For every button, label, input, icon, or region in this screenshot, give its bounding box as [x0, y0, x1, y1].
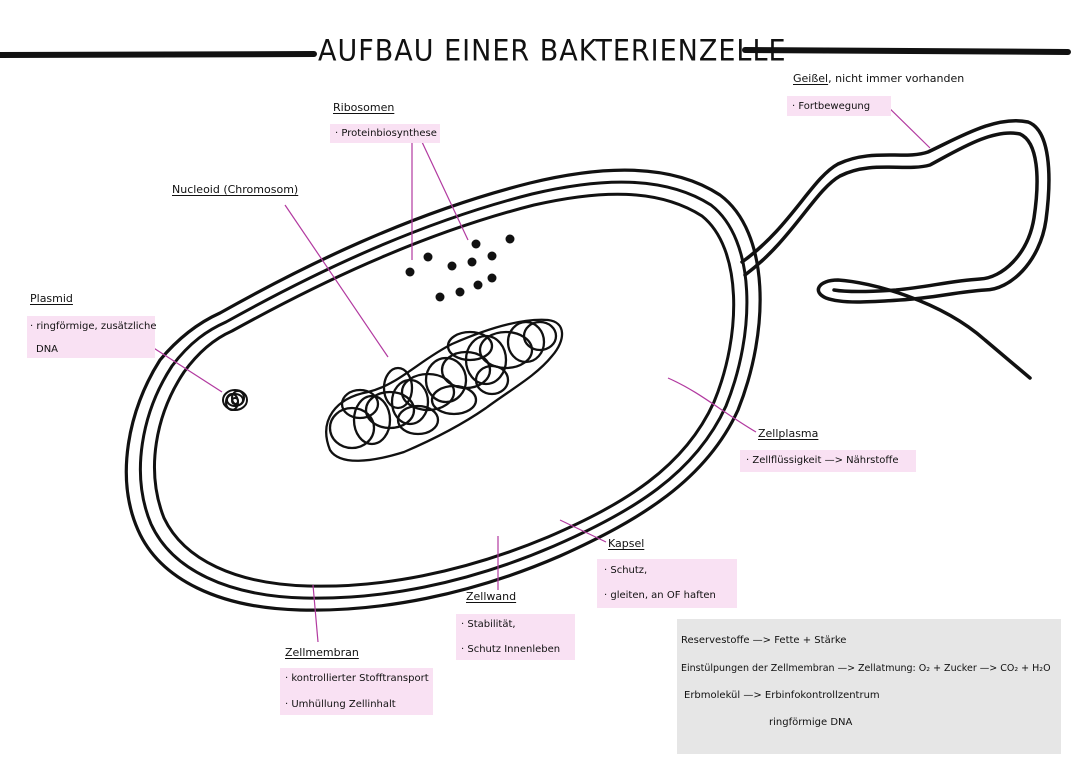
- plasmid-coil: [222, 389, 248, 411]
- zellwand-item-2: · Schutz Innenleben: [461, 644, 561, 655]
- geissel-heading-note: , nicht immer vorhanden: [828, 72, 965, 85]
- cell-membrane-outline: [153, 192, 736, 588]
- geissel-highlight: [787, 96, 891, 116]
- ribosomes: [405, 234, 515, 302]
- zellmembran-heading: Zellmembran: [285, 646, 359, 659]
- geissel-heading: Geißel: [793, 72, 829, 85]
- zellwand-item-1: · Stabilität,: [461, 619, 516, 630]
- kapsel-item-2: · gleiten, an OF haften: [604, 590, 716, 601]
- zellplasma-item-1: · Zellflüssigkeit —> Nährstoffe: [746, 455, 899, 466]
- plasmid-item-1: · ringförmige, zusätzliche: [30, 321, 157, 332]
- title-bar-right: [742, 47, 1071, 55]
- zellmembran-item-2: · Umhüllung Zellinhalt: [285, 699, 396, 710]
- capsule-outline: [124, 168, 762, 612]
- note-erbmolekuel: Erbmolekül —> Erbinfokontrollzentrum: [684, 690, 880, 701]
- ribosomen-heading: Ribosomen: [333, 101, 395, 114]
- title-bar-left: [0, 51, 317, 58]
- cell-envelope: [124, 168, 762, 612]
- zellplasma-heading: Zellplasma: [758, 427, 819, 440]
- zellmembran-item-1: · kontrollierter Stofftransport: [285, 673, 429, 684]
- plasmid-item-2: DNA: [36, 344, 59, 355]
- geissel-item-1: · Fortbewegung: [792, 101, 871, 112]
- kapsel-highlight: [597, 559, 737, 608]
- diagram-title: AUFBAU EINER BAKTERIENZELLE: [318, 34, 787, 69]
- zellwand-heading: Zellwand: [466, 590, 517, 603]
- zellplasma-highlight: [740, 450, 916, 472]
- plasmid-highlight: [27, 316, 155, 358]
- plasmid-heading: Plasmid: [30, 292, 73, 305]
- notes-box: [677, 619, 1061, 754]
- nucleoid-heading: Nucleoid (Chromosom): [172, 183, 299, 196]
- pointer-lines: [134, 96, 931, 643]
- ribosomen-item-1: · Proteinbiosynthese: [335, 128, 437, 139]
- nucleoid-coils: [325, 318, 564, 462]
- geissel-heading-row: Geißel, nicht immer vorhanden: [793, 72, 964, 86]
- kapsel-heading: Kapsel: [608, 537, 645, 550]
- zellwand-highlight: [456, 614, 575, 660]
- flagellum: [740, 119, 1051, 380]
- note-ringfoermige-dna: ringförmige DNA: [769, 717, 853, 728]
- kapsel-item-1: · Schutz,: [604, 565, 648, 576]
- cell-wall-outline: [138, 180, 749, 600]
- note-reservestoffe: Reservestoffe —> Fette + Stärke: [681, 635, 847, 646]
- ribosomen-highlight: [330, 124, 440, 143]
- zellmembran-highlight: [280, 668, 433, 715]
- note-einstuelpungen: Einstülpungen der Zellmembran —> Zellatm…: [681, 663, 1051, 674]
